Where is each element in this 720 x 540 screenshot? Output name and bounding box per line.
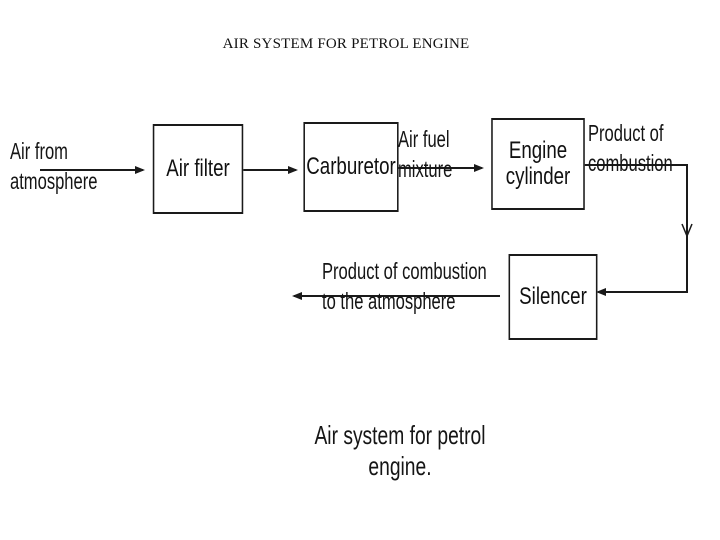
arrow-engine-cylinder-to-silencer <box>580 164 688 296</box>
engine-cylinder-box: Engine cylinder <box>491 118 585 210</box>
combustion-label: Product of combustion <box>588 120 673 176</box>
arrow-down-tip <box>681 223 693 238</box>
carburetor-box: Carburetor <box>303 122 399 212</box>
carburetor-label: Carburetor <box>306 153 396 180</box>
air-filter-box: Air filter <box>152 124 244 214</box>
engine-cylinder-label: Engine cylinder <box>505 137 571 190</box>
air-filter-label: Air filter <box>166 155 230 182</box>
page-title: AIR SYSTEM FOR PETROL ENGINE <box>222 36 470 52</box>
diagram-caption: Air system for petrol engine. <box>314 420 486 481</box>
silencer-label: Silencer <box>519 283 587 310</box>
mixture-label: Air fuel mixture <box>398 126 453 182</box>
input-label-air-from-atmosphere: Air from atmosphere <box>10 138 98 194</box>
exhaust-label: Product of combustion to the atmosphere <box>322 258 487 314</box>
silencer-box: Silencer <box>508 254 598 340</box>
